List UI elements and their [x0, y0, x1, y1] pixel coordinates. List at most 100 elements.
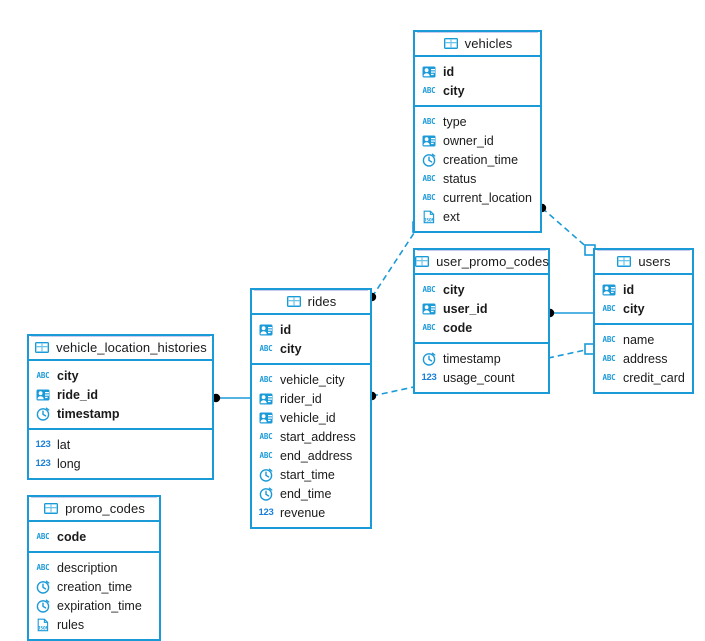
field-row-creation_time[interactable]: creation_time: [29, 577, 159, 596]
table-header-users[interactable]: users: [595, 250, 692, 275]
field-label: end_time: [280, 486, 332, 501]
number-icon: 123: [35, 458, 51, 469]
clock-icon: [421, 352, 437, 366]
table-title: vehicles: [464, 36, 513, 51]
field-row-id[interactable]: id: [415, 62, 540, 81]
field-row-rider_id[interactable]: rider_id: [252, 389, 370, 408]
field-label: timestamp: [57, 406, 120, 421]
field-label: city: [280, 341, 302, 356]
abc-string-icon: ABC: [422, 174, 436, 183]
table-header-user_promo_codes[interactable]: user_promo_codes: [415, 250, 549, 275]
field-row-vehicle_id[interactable]: vehicle_id: [252, 408, 370, 427]
field-label: rules: [57, 617, 85, 632]
table-header-promo_codes[interactable]: promo_codes: [29, 497, 159, 522]
table-grid-icon: [43, 502, 59, 516]
json-document-icon: JSON: [35, 618, 51, 632]
abc-string-icon: ABC: [36, 563, 50, 572]
clock-icon: [421, 153, 437, 167]
field-label: expiration_time: [57, 598, 142, 613]
json-document-icon: JSON: [421, 210, 437, 224]
person-badge-id-icon: [258, 323, 274, 337]
field-label: id: [623, 282, 635, 297]
field-row-timestamp[interactable]: timestamp: [415, 349, 548, 368]
field-label: start_address: [280, 429, 356, 444]
field-row-user_id[interactable]: user_id: [415, 299, 548, 318]
field-label: end_address: [280, 448, 353, 463]
field-row-id[interactable]: id: [252, 320, 370, 339]
table-title: vehicle_location_histories: [56, 340, 207, 355]
field-row-creation_time[interactable]: creation_time: [415, 150, 540, 169]
field-label: city: [443, 83, 465, 98]
person-badge-id-icon: [421, 134, 437, 148]
field-row-rules[interactable]: JSON rules: [29, 615, 159, 634]
abc-string-icon: ABC: [36, 532, 50, 541]
field-label: city: [57, 368, 79, 383]
field-label: current_location: [443, 190, 532, 205]
field-row-timestamp[interactable]: timestamp: [29, 404, 212, 423]
table-title: rides: [307, 294, 337, 309]
person-badge-id-icon: [35, 388, 51, 402]
table-grid-icon: [286, 295, 302, 309]
abc-string-icon: ABC: [422, 323, 436, 332]
field-row-expiration_time[interactable]: expiration_time: [29, 596, 159, 615]
field-row-ride_id[interactable]: ride_id: [29, 385, 212, 404]
field-label: rider_id: [280, 391, 322, 406]
field-row-owner_id[interactable]: owner_id: [415, 131, 540, 150]
relationship-vlh-to-rides[interactable]: [211, 393, 250, 403]
person-badge-id-icon: [258, 392, 274, 406]
abc-string-icon: ABC: [422, 117, 436, 126]
table-title: users: [638, 254, 671, 269]
field-row-id[interactable]: id: [595, 280, 692, 299]
table-grid-icon: [34, 341, 50, 355]
svg-text:JSON: JSON: [38, 625, 49, 631]
relationship-upc-to-users[interactable]: [545, 308, 593, 318]
clock-icon: [258, 468, 274, 482]
field-row-end_time[interactable]: end_time: [252, 484, 370, 503]
person-badge-id-icon: [421, 65, 437, 79]
field-row-start_time[interactable]: start_time: [252, 465, 370, 484]
field-row-code[interactable]: ABC code: [415, 318, 548, 337]
table-header-vehicles[interactable]: vehicles: [415, 32, 540, 57]
person-badge-id-icon: [258, 411, 274, 425]
field-label: owner_id: [443, 133, 494, 148]
field-label: credit_card: [623, 370, 685, 385]
table-grid-icon: [443, 37, 459, 51]
field-label: vehicle_city: [280, 372, 345, 387]
table-grid-icon: [616, 255, 632, 269]
table-header-vehicle_location_histories[interactable]: vehicle_location_histories: [29, 336, 212, 361]
field-label: id: [280, 322, 292, 337]
field-label: code: [443, 320, 473, 335]
table-header-rides[interactable]: rides: [252, 290, 370, 315]
